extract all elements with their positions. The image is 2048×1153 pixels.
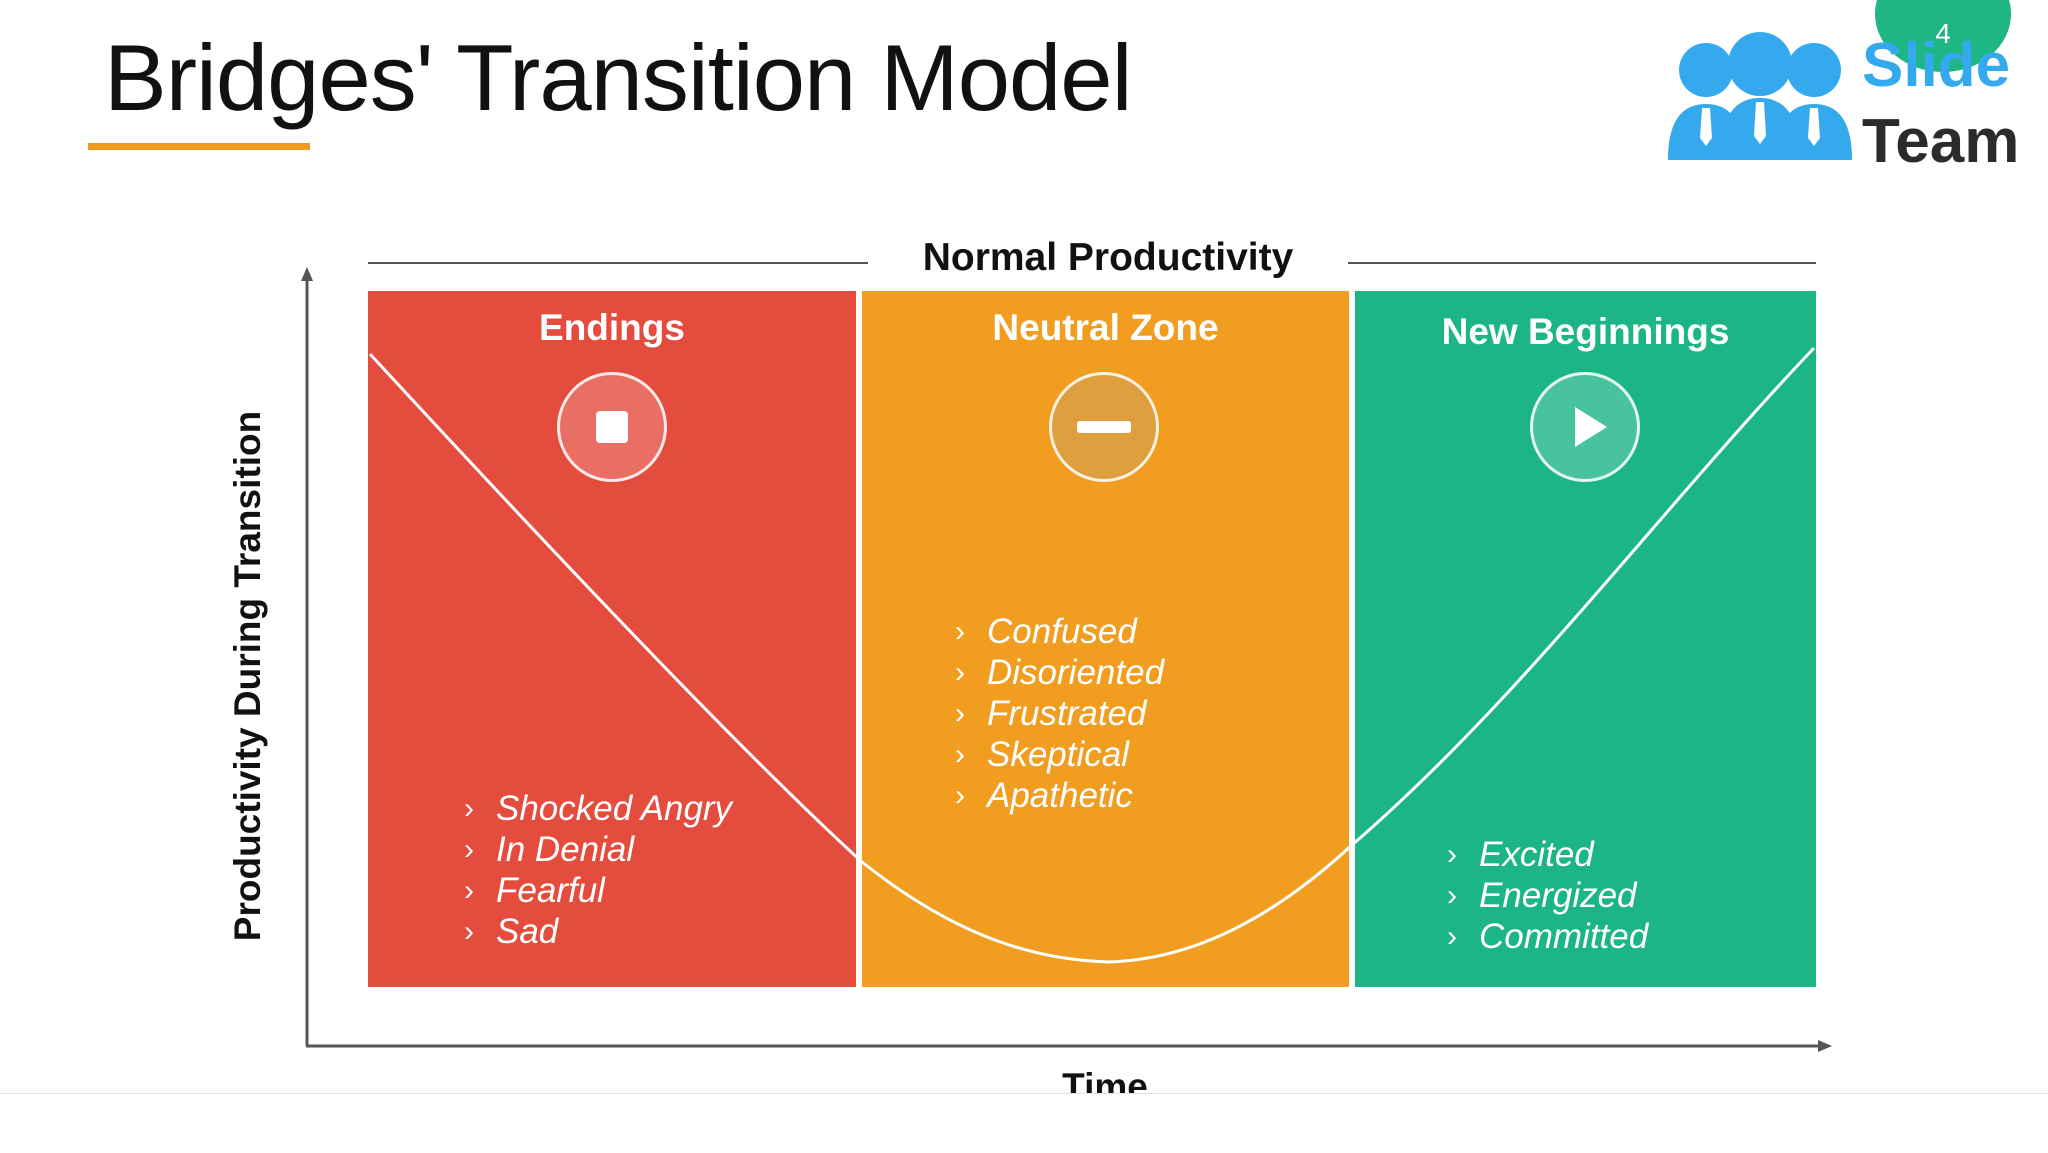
- feeling-item: ›Excited: [1447, 835, 1594, 874]
- slide: Bridges' Transition Model 4 Slide Team N…: [88, 0, 2020, 1093]
- minus-icon: [1049, 372, 1159, 482]
- feeling-item: ›Confused: [955, 612, 1137, 651]
- neutral-zone-feelings: ›Confused ›Disoriented ›Frustrated ›Skep…: [955, 611, 1164, 816]
- bottom-blank-area: [0, 1093, 2048, 1153]
- y-axis-label: Productivity During Transition: [227, 410, 268, 942]
- page-number: 4: [1935, 18, 1951, 49]
- feeling-item: ›Apathetic: [955, 776, 1133, 815]
- new-beginnings-panel: New Beginnings ›Excited ›Energized ›Comm…: [1355, 291, 1816, 987]
- feeling-item: ›Disoriented: [955, 653, 1165, 692]
- feeling-item: ›Fearful: [464, 871, 605, 910]
- endings-panel: Endings ›Shocked Angry ›In Denial ›Fearf…: [368, 291, 856, 987]
- feeling-item: ›Committed: [1447, 917, 1649, 956]
- feeling-item: ›Skeptical: [955, 735, 1130, 774]
- stop-icon: [557, 372, 667, 482]
- new-beginnings-title: New Beginnings: [1441, 311, 1730, 352]
- endings-title: Endings: [539, 307, 685, 348]
- normal-productivity-label: Normal Productivity: [922, 236, 1294, 279]
- slideteam-people-icon: [1668, 32, 1852, 160]
- feeling-item: ›Energized: [1447, 876, 1637, 915]
- x-axis-arrowhead: [1818, 1040, 1832, 1052]
- normal-productivity-line-right: [1348, 262, 1816, 264]
- feeling-item: ›In Denial: [464, 830, 635, 869]
- normal-productivity-line-left: [368, 262, 868, 264]
- neutral-zone-panel: Neutral Zone ›Confused ›Disoriented ›Fru…: [862, 291, 1349, 987]
- logo-text-team: Team: [1862, 107, 2020, 176]
- neutral-zone-title: Neutral Zone: [992, 307, 1219, 348]
- title-underline: [88, 143, 310, 150]
- logo-text-slide: Slide: [1862, 31, 2011, 100]
- x-axis-label: Time: [1062, 1066, 1148, 1093]
- feeling-item: ›Sad: [464, 912, 559, 951]
- y-axis-arrowhead: [301, 267, 313, 281]
- feeling-item: ›Shocked Angry: [464, 789, 733, 828]
- endings-feelings: ›Shocked Angry ›In Denial ›Fearful ›Sad: [464, 788, 732, 952]
- axes: [301, 267, 1832, 1052]
- feeling-item: ›Frustrated: [955, 694, 1147, 733]
- play-icon: [1530, 372, 1640, 482]
- slide-title: Bridges' Transition Model: [104, 25, 1132, 130]
- new-beginnings-feelings: ›Excited ›Energized ›Committed: [1447, 834, 1648, 957]
